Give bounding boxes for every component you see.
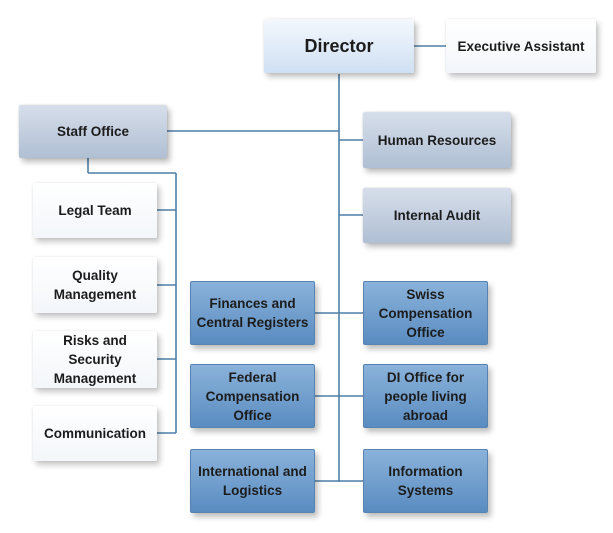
quality-management-box: Quality Management [33,257,157,313]
swiss-compensation-box: Swiss Compensation Office [363,281,488,345]
human-resources-box: Human Resources [363,112,511,168]
communication-box: Communication [33,406,157,461]
director-box: Director [264,19,414,73]
staff-office-box: Staff Office [19,105,167,158]
executive-assistant-box: Executive Assistant [446,19,596,73]
information-systems-box: Information Systems [363,449,488,513]
federal-compensation-box: Federal Compensation Office [190,364,315,428]
finances-box: Finances and Central Registers [190,281,315,345]
di-office-box: DI Office for people living abroad [363,364,488,428]
risks-security-box: Risks and Security Management [33,331,157,388]
internal-audit-box: Internal Audit [363,188,511,243]
international-logistics-box: International and Logistics [190,449,315,513]
legal-team-box: Legal Team [33,183,157,238]
